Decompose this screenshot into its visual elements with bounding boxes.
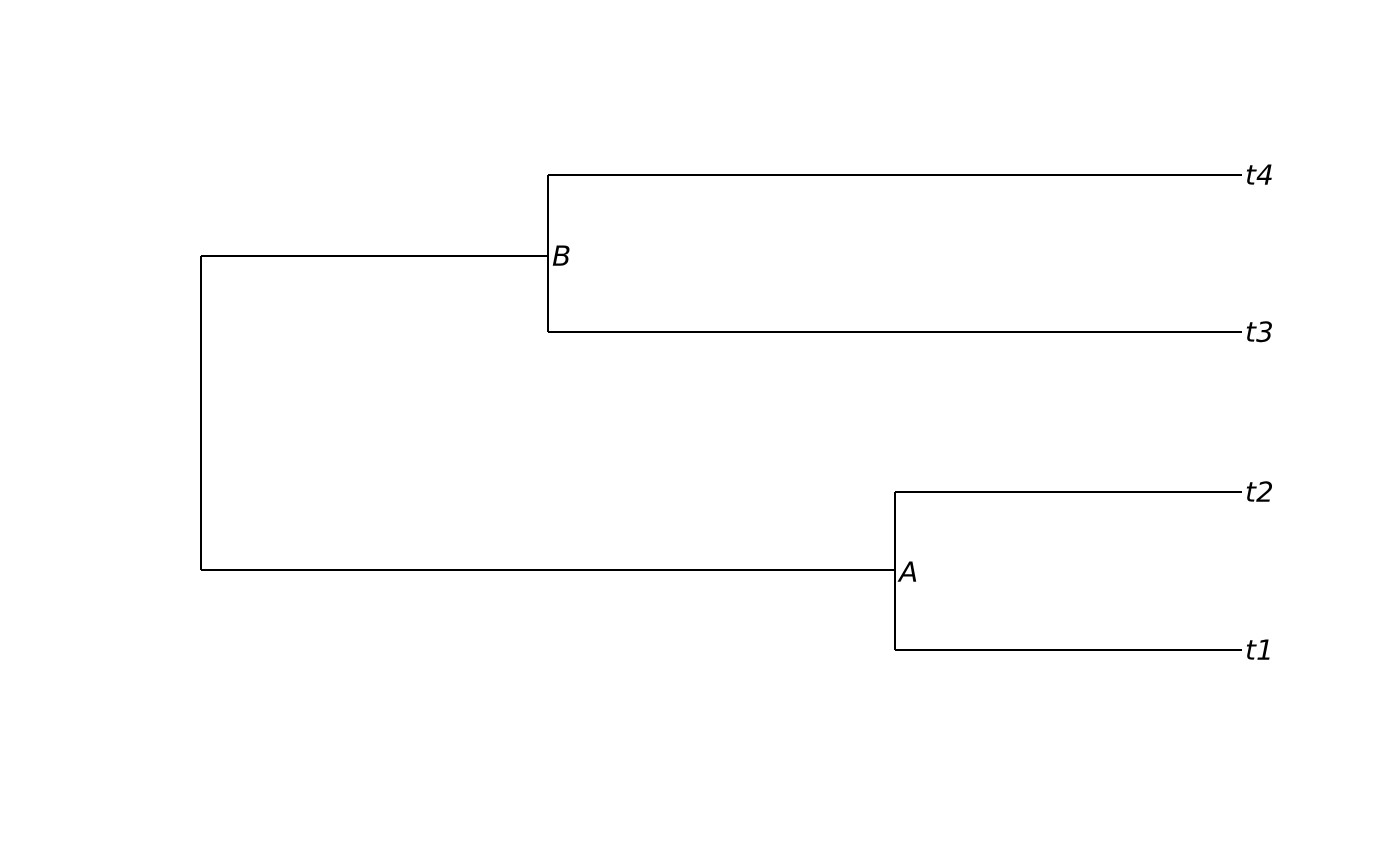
node-label-A: A [897,556,918,589]
tip-label-t2: t2 [1245,476,1274,509]
tip-label-t3: t3 [1245,316,1274,349]
tip-label-t4: t4 [1245,159,1274,192]
node-label-B: B [552,240,571,273]
tip-label-t1: t1 [1245,634,1274,667]
tree-branches [200,174,1242,651]
